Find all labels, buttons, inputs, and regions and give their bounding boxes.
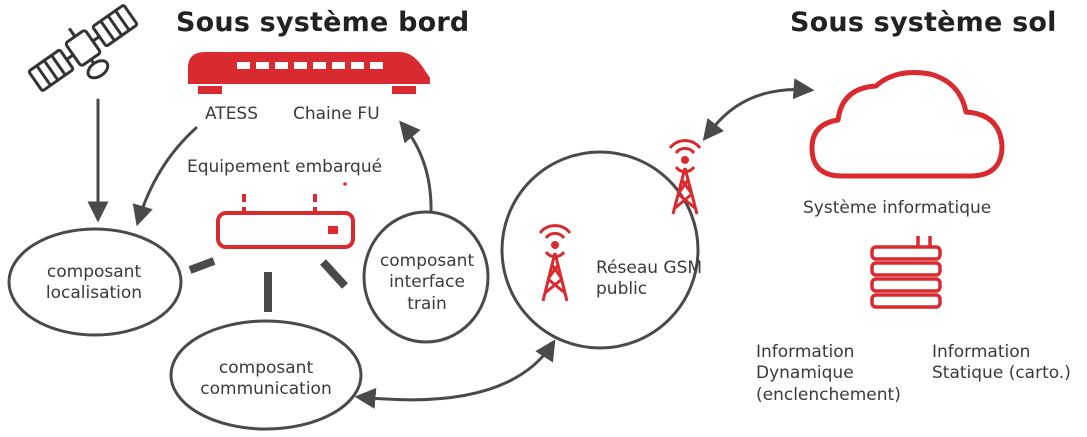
localisation-line-2: localisation — [45, 283, 143, 304]
communication-line-2: communication — [200, 379, 332, 400]
network-label: Réseau GSM public — [596, 258, 702, 301]
cloud-icon — [809, 70, 1005, 179]
router-connectors — [188, 257, 348, 312]
communication-to-gsm-arrow — [354, 339, 556, 409]
equipment-label: Equipement embarqué — [187, 157, 383, 177]
localisation-label: composant localisation — [24, 262, 164, 305]
communication-line-1: composant — [218, 358, 314, 378]
antenna-icon — [668, 139, 702, 215]
interface-train-label: composant interface train — [371, 251, 483, 315]
chaine-fu-label: Chaine FU — [293, 104, 380, 124]
interface-train-line-1: composant — [379, 251, 475, 271]
communication-label: composant communication — [186, 358, 346, 401]
localisation-ellipse — [7, 227, 183, 337]
info-dynamic-label: Information Dynamique (enclenchement) — [756, 342, 901, 406]
interface-train-line-3: train — [407, 293, 447, 314]
info-static-line-2: Statique (carto.) — [932, 363, 1071, 384]
antenna-icon — [538, 224, 572, 302]
info-static-line-1: Information — [932, 342, 1031, 362]
train-icon — [188, 52, 430, 94]
network-line-2: public — [596, 279, 648, 300]
network-line-1: Réseau GSM — [596, 258, 703, 278]
atess-to-localisation-arrow — [132, 126, 198, 227]
system-label: Système informatique — [803, 198, 992, 218]
onboard-title: Sous système bord — [176, 7, 470, 38]
info-dynamic-line-1: Information — [756, 342, 855, 362]
ground-title: Sous système sol — [790, 7, 1057, 38]
router-icon — [216, 194, 355, 249]
gsm-to-cloud-arrow — [702, 78, 815, 141]
info-dynamic-line-2: Dynamique — [756, 363, 854, 384]
info-dynamic-line-3: (enclenchement) — [756, 384, 901, 405]
localisation-line-1: composant — [46, 262, 142, 282]
server-icon — [870, 236, 942, 309]
red-dot — [343, 182, 347, 186]
satellite-icon — [27, 4, 139, 92]
atess-label: ATESS — [205, 104, 259, 124]
interface-train-line-2: interface — [389, 272, 465, 293]
gsm-network-circle — [500, 150, 700, 350]
interface-to-chaine-fu-arrow — [399, 120, 433, 214]
info-static-label: Information Statique (carto.) — [932, 342, 1071, 385]
